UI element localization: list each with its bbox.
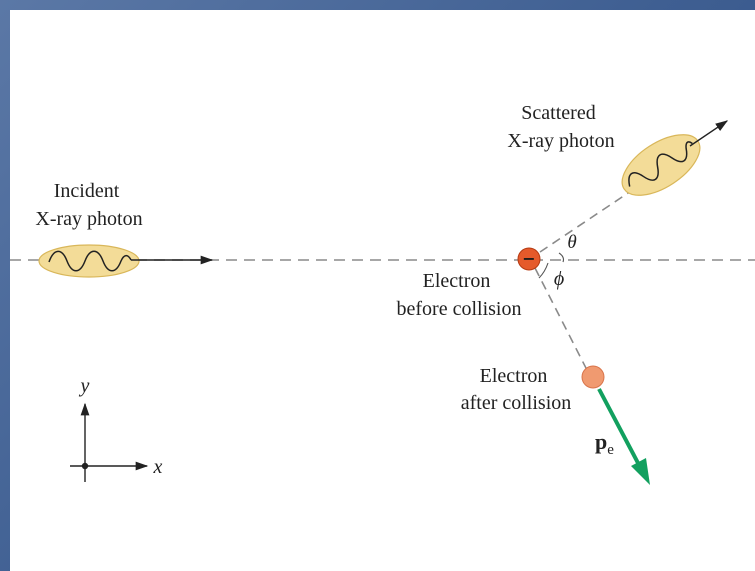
momentum-label: pe (595, 429, 614, 458)
electron-charge-icon: − (522, 249, 535, 268)
theta-arc (558, 252, 565, 263)
theta-label: θ (567, 232, 576, 253)
electron-before-label: Electron before collision (397, 270, 522, 320)
incident-photon (38, 244, 214, 278)
electron-after-label-line2: after collision (461, 392, 572, 414)
phi-arc (538, 262, 549, 279)
scattered-label-line1: Scattered (521, 102, 595, 124)
phi-label: ϕ (554, 268, 564, 290)
electron-after-label-line1: Electron (480, 365, 548, 387)
scattered-wave-icon (628, 141, 693, 187)
electron-before: − (517, 247, 541, 271)
origin-dot (81, 462, 89, 470)
incident-wave-icon (48, 250, 132, 272)
electron-before-label-line2: before collision (397, 298, 522, 320)
momentum-label-main: p (595, 429, 607, 454)
scattered-label-line2: X-ray photon (507, 130, 614, 152)
electron-after-label: Electron after collision (461, 365, 572, 414)
electron-before-label-line1: Electron (423, 270, 491, 292)
incident-photon-blob (38, 244, 140, 278)
diagram-panel (10, 10, 755, 571)
scattered-photon-blob (621, 134, 701, 196)
incident-label: Incident X-ray photon (35, 180, 142, 230)
electron-after-dot (581, 365, 605, 389)
momentum-arrowhead-icon (631, 458, 650, 485)
momentum-arrow (597, 388, 650, 485)
y-axis-label: y (79, 375, 90, 397)
momentum-label-sub: e (607, 442, 614, 458)
scattered-photon (621, 120, 729, 196)
electron-path-line (534, 267, 589, 373)
coordinate-axes (70, 402, 149, 482)
scattered-label: Scattered X-ray photon (507, 102, 614, 152)
incident-label-line1: Incident (54, 180, 120, 202)
scattered-path-line (539, 184, 641, 253)
incident-label-line2: X-ray photon (35, 208, 142, 230)
scattered-arrow-icon (689, 120, 729, 147)
x-axis-label: x (153, 456, 163, 478)
electron-before-dot (517, 247, 541, 271)
